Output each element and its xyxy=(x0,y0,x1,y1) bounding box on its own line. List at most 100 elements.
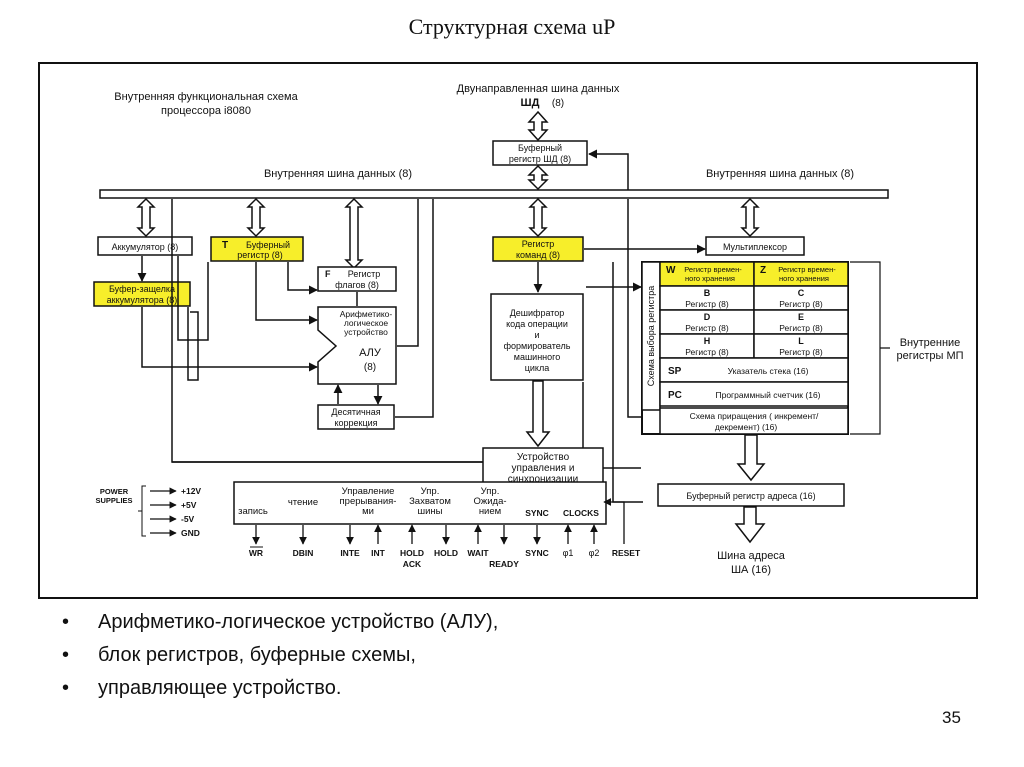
address-buffer-register xyxy=(657,483,845,507)
w-text-line1: Регистр времен- xyxy=(684,265,742,274)
pin-reset: RESET xyxy=(612,548,641,558)
decoder-to-control-arrow xyxy=(525,380,551,448)
external-bus-arrow xyxy=(527,110,549,142)
w-letter: W xyxy=(666,265,676,276)
reg-d-text: Регистр (8) xyxy=(685,323,729,333)
incdec-line2: декремент) (16) xyxy=(715,422,777,432)
reg-c-text: Регистр (8) xyxy=(779,299,823,309)
power-bracket xyxy=(138,485,146,537)
buffer-to-bus-arrow xyxy=(527,164,549,191)
command-register-line2: команд (8) xyxy=(516,250,560,260)
internal-registers-line1: Внутренние xyxy=(900,337,961,349)
pin-inte: INTE xyxy=(340,548,360,558)
accumulator xyxy=(97,236,193,256)
z-text-line2: ного хранения xyxy=(779,274,829,283)
decimal-correction-line1: Десятичная xyxy=(331,407,380,417)
ctrl-hold-line3: шины xyxy=(417,506,442,517)
bus-feedback-line xyxy=(588,149,629,190)
stack-pointer xyxy=(659,357,849,383)
flags-line2: флагов (8) xyxy=(335,280,379,290)
ctrl-interrupt-line3: ми xyxy=(362,506,374,517)
incdec-line1: Схема приращения ( инкремент/ xyxy=(690,411,819,421)
bidir-bus-label-name: ШД xyxy=(521,97,540,109)
pin-hold-ack-line2: ACK xyxy=(403,559,422,569)
decoder-line3: и xyxy=(534,330,539,340)
pin-dbin: DBIN xyxy=(293,548,314,558)
register-select-label: Схема выбора регистра xyxy=(646,286,656,386)
pc-text: Программный счетчик (16) xyxy=(715,390,820,400)
t-letter: T xyxy=(222,240,228,251)
misc-lines xyxy=(172,382,641,469)
bidir-bus-label-width: (8) xyxy=(552,98,564,109)
page-number: 35 xyxy=(942,708,961,727)
power-arrows xyxy=(150,487,177,537)
general-registers xyxy=(659,285,849,359)
power-gnd: GND xyxy=(181,528,200,538)
pin-int: INT xyxy=(371,548,386,558)
internal-registers-line2: регистры МП xyxy=(896,350,963,362)
buffer-register-shd xyxy=(492,140,588,166)
pin-ready: READY xyxy=(489,559,519,569)
ctrl-wait-line1: Упр. xyxy=(481,486,500,497)
internal-bus-label-right: Внутренняя шина данных (8) xyxy=(706,168,854,180)
address-bus-arrow xyxy=(734,506,766,544)
decoder-line2: кода операции xyxy=(506,319,568,329)
program-counter xyxy=(659,381,849,407)
ctrl-hold-line2: Захватом xyxy=(409,496,451,507)
buffer-register-shd-line2: регистр ШД (8) xyxy=(509,154,571,164)
command-register xyxy=(492,236,584,262)
decoder xyxy=(490,293,584,381)
decoder-line6: цикла xyxy=(525,363,549,373)
multiplexer xyxy=(705,236,805,256)
pc-letter: PC xyxy=(668,390,682,401)
pin-hold: HOLD xyxy=(434,548,458,558)
decoder-line5: машинного xyxy=(514,352,560,362)
control-unit-line2: управления и xyxy=(512,463,575,474)
pin-hold-ack-line1: HOLD xyxy=(400,548,424,558)
accumulator-label: Аккумулятор (8) xyxy=(112,242,179,252)
ctrl-interrupt-line2: прерывания- xyxy=(340,496,397,507)
alu-line3: устройство xyxy=(344,327,388,337)
reg-b-letter: B xyxy=(704,288,711,298)
power-label-line2: SUPPLIES xyxy=(95,496,132,505)
bus-down-arrows xyxy=(136,197,760,270)
address-bus-line2: ША (16) xyxy=(731,564,771,576)
reg-e-letter: E xyxy=(798,312,804,322)
alu-line1: Арифметико- xyxy=(340,309,393,319)
decimal-correction xyxy=(317,404,395,430)
ctrl-write: запись xyxy=(238,506,268,517)
diagram-caption-line2: процессора i8080 xyxy=(161,105,251,117)
incdec-circuit xyxy=(659,407,849,435)
w-text-line2: ного хранения xyxy=(685,274,735,283)
bullet-item-control: управляющее устройство. xyxy=(62,672,498,705)
pin-sync: SYNC xyxy=(525,548,549,558)
command-register-line1: Регистр xyxy=(522,239,555,249)
reg-b-text: Регистр (8) xyxy=(685,299,729,309)
flags-line1: Регистр xyxy=(348,269,381,279)
pin-phi2: φ2 xyxy=(589,548,600,558)
ctrl-interrupt-line1: Управление xyxy=(342,486,395,497)
accumulator-latch-line2: аккумулятора (8) xyxy=(107,295,178,305)
ctrl-hold-line1: Упр. xyxy=(421,486,440,497)
t-buffer-line1: Буферный xyxy=(246,240,290,250)
bidir-bus-label-line1: Двунаправленная шина данных xyxy=(457,83,620,95)
decoder-line4: формирователь xyxy=(504,341,571,351)
ctrl-clocks: CLOCKS xyxy=(563,508,599,518)
pin-arrows xyxy=(252,498,625,545)
alu-line5: (8) xyxy=(364,362,376,373)
flags-register xyxy=(317,266,397,292)
multiplexer-label: Мультиплексор xyxy=(723,242,787,252)
bullet-list: Арифметико-логическое устройство (АЛУ), … xyxy=(62,606,498,705)
slide-title: Структурная схема uP xyxy=(408,14,616,39)
accumulator-latch-line1: Буфер-защелка xyxy=(109,284,175,294)
reg-l-text: Регистр (8) xyxy=(779,347,823,357)
pin-phi1: φ1 xyxy=(563,548,574,558)
address-bus-line1: Шина адреса xyxy=(717,550,786,562)
z-letter: Z xyxy=(760,265,766,276)
alu-line4: АЛУ xyxy=(359,347,382,359)
pin-wait: WAIT xyxy=(467,548,489,558)
ctrl-read: чтение xyxy=(288,497,318,508)
power-12v: +12V xyxy=(181,486,201,496)
internal-data-bus xyxy=(99,189,889,199)
bullet-item-registers: блок регистров, буферные схемы, xyxy=(62,639,498,672)
